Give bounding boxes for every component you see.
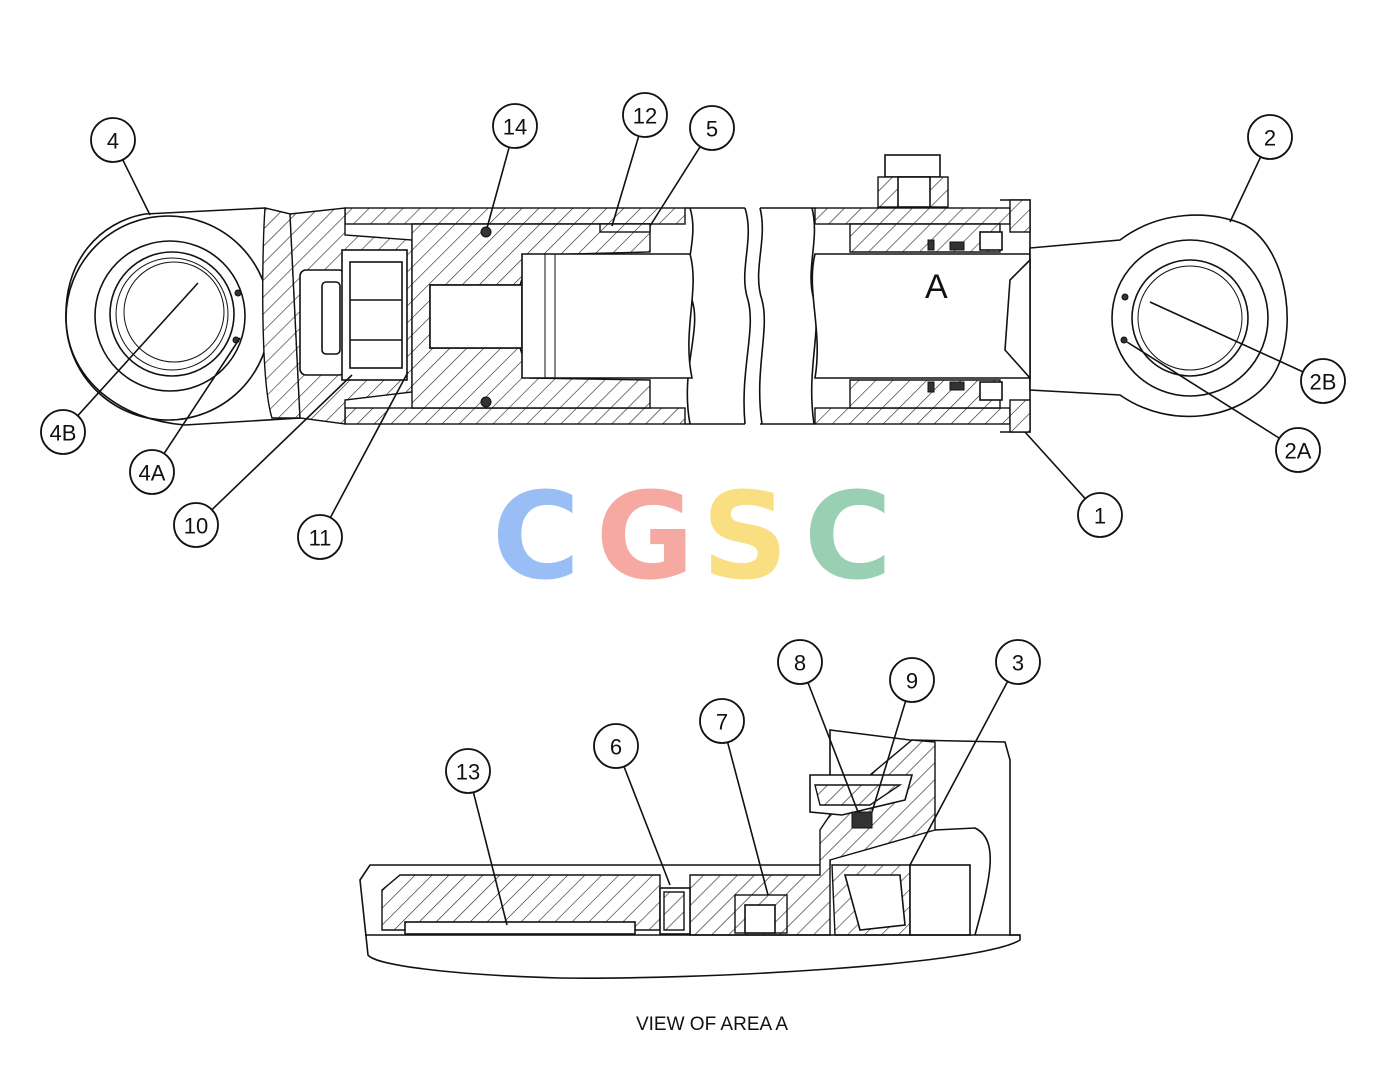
callout-label-3: 3: [1012, 651, 1024, 676]
callout-label-10: 10: [184, 514, 208, 539]
callout-leader-2: [1229, 156, 1262, 223]
callout-label-11: 11: [309, 526, 332, 551]
callout-circle-8: [777, 639, 823, 685]
callout-leader-4A: [163, 337, 241, 455]
callout-label-2B: 2B: [1310, 370, 1337, 395]
callout-circle-4: [90, 117, 136, 163]
callout-circle-11: [297, 514, 343, 560]
callout-label-8: 8: [794, 651, 806, 676]
cylinder-assembly: A: [65, 154, 1288, 433]
callout-label-2A: 2A: [1285, 439, 1312, 464]
callout-circle-14: [492, 103, 538, 149]
callout-label-14: 14: [503, 115, 527, 140]
callout-leader-6: [623, 766, 671, 886]
watermark-letter-1: C: [492, 468, 580, 607]
callout-label-12: 12: [633, 104, 657, 129]
callout-label-9: 9: [906, 669, 918, 694]
callout-leader-9: [871, 700, 907, 813]
callout-leader-2A: [1126, 341, 1280, 439]
callout-label-7: 7: [716, 710, 728, 735]
callout-label-1: 1: [1094, 504, 1106, 529]
callout-label-4: 4: [107, 129, 119, 154]
callout-label-5: 5: [706, 117, 718, 142]
area-a-label: A: [925, 268, 948, 306]
callout-leader-7: [726, 742, 769, 896]
view-caption: VIEW OF AREA A: [636, 1014, 788, 1035]
callout-leader-10: [211, 374, 353, 511]
callout-label-2: 2: [1264, 126, 1276, 151]
detail-view-area-a: [359, 729, 1021, 979]
callout-leader-11: [329, 371, 409, 518]
callout-leader-14: [486, 147, 510, 229]
callout-leader-4B: [77, 282, 199, 417]
watermark-letter-3: S: [702, 468, 788, 607]
callout-label-4A: 4A: [139, 461, 166, 486]
callout-leader-3: [909, 681, 1009, 866]
callout-leader-2B: [1149, 301, 1304, 373]
callout-circle-1: [1077, 492, 1123, 538]
callout-leader-5: [649, 146, 701, 227]
callout-circle-5: [689, 105, 735, 151]
callout-circle-7: [699, 698, 745, 744]
callout-leader-12: [611, 135, 640, 227]
callout-circle-10: [173, 502, 219, 548]
callout-label-4B: 4B: [50, 421, 77, 446]
callout-circle-4B: [40, 409, 86, 455]
callout-circle-6: [593, 723, 639, 769]
callout-label-13: 13: [456, 760, 480, 785]
watermark-letter-4: C: [804, 468, 892, 607]
callout-leader-13: [472, 792, 508, 926]
callout-leader-1: [1024, 431, 1086, 500]
callout-circle-13: [445, 748, 491, 794]
callout-circle-2: [1247, 114, 1293, 160]
callout-circle-2A: [1275, 427, 1321, 473]
callout-label-6: 6: [610, 735, 622, 760]
piston-rod: [521, 253, 1031, 379]
callout-circle-3: [995, 639, 1041, 685]
callout-circle-9: [889, 657, 935, 703]
piston-nut: [341, 249, 408, 381]
callout-circle-2B: [1300, 358, 1346, 404]
rod-end-eye: [1004, 214, 1288, 418]
watermark-letter-2: G: [596, 468, 695, 607]
cgsc-watermark: C G S C: [492, 468, 892, 607]
callout-circle-4A: [129, 449, 175, 495]
callout-circle-12: [622, 92, 668, 138]
bleed-bolt: [877, 154, 949, 208]
callout-leader-8: [807, 682, 859, 813]
callout-leader-4: [122, 159, 151, 216]
rod-gland: [849, 199, 1031, 433]
head-end-eye: [65, 207, 301, 426]
